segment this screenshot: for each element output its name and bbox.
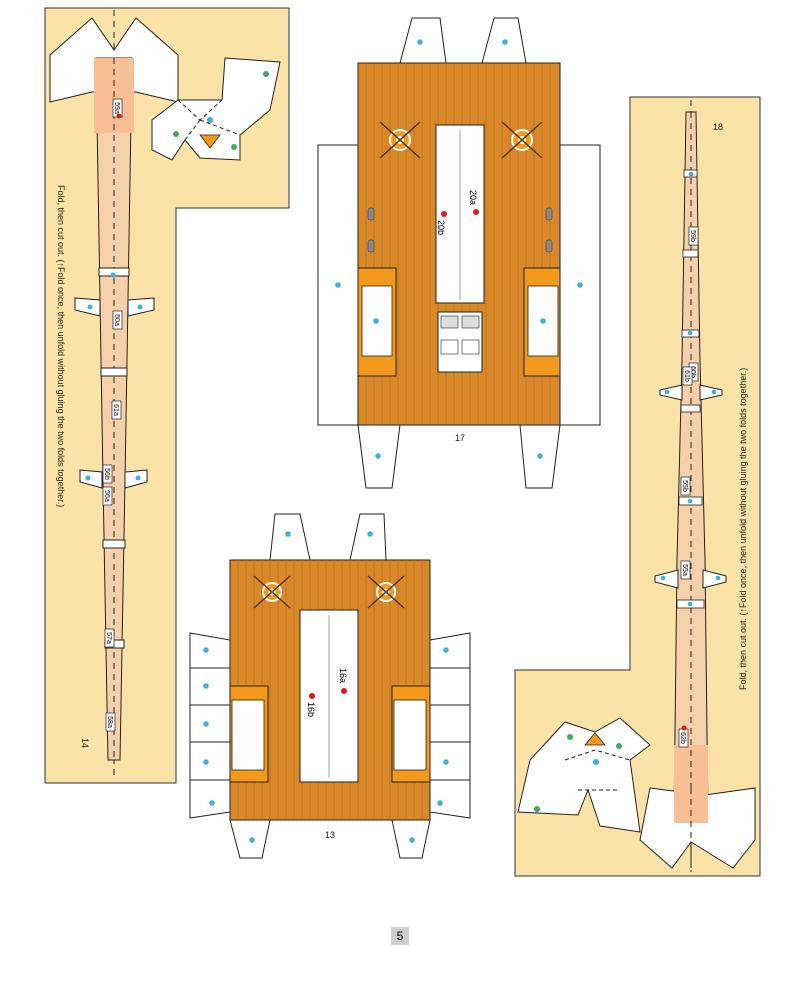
deck-13-label-16b: 16b <box>306 702 316 717</box>
deck-17-label-20b: 20b <box>436 220 446 235</box>
mast-14-instruction: Fold, then cut out. (↑Fold once, then un… <box>56 185 66 507</box>
deck-17-wheel-right <box>501 121 543 159</box>
deck-13-left-tabs <box>189 632 231 819</box>
mast-14-label-0: 59a <box>113 102 120 114</box>
mast-18-label-3: 55b <box>681 480 688 492</box>
mast-14-crows-nest <box>151 57 281 161</box>
mast-18-label-4: 55a <box>681 564 688 576</box>
deck-13-wheel-right <box>367 575 405 609</box>
mast-18-number: 18 <box>713 122 723 132</box>
deck-17-number: 17 <box>455 433 465 443</box>
mast-14-label-3: 56b <box>103 468 110 480</box>
mast-14-label-1: 60a <box>113 314 120 326</box>
deck-13-number: 13 <box>325 830 335 840</box>
page-number: 5 <box>391 927 409 945</box>
mast-14-label-6: 58a <box>106 716 113 728</box>
mast-14-label-5: 57a <box>105 632 112 644</box>
mast-18-spar-upper <box>659 384 683 401</box>
mast-18-spar-lower <box>654 569 679 589</box>
mast-14-panel: 59a 60a 61a 56b 56a 57a 58a Fold, then c… <box>44 7 290 784</box>
deck-17: 20a 20b 17 <box>317 17 601 489</box>
mast-18-bottom-flap <box>639 787 756 869</box>
mast-18-label-1: 60b <box>689 366 696 378</box>
mast-18-crows-nest <box>517 717 651 833</box>
mast-14-number: 14 <box>80 738 90 748</box>
mast-18-label-2: 61b <box>683 370 690 382</box>
deck-17-wheel-left <box>379 121 421 159</box>
mast-14-spar-lower <box>79 469 103 489</box>
deck-13-right-tabs <box>407 632 471 819</box>
deck-13-label-16a: 16a <box>338 668 348 683</box>
mast-18-panel: 59b 60b 61b 55b 55a 62b Fold, then cut o <box>514 96 761 877</box>
deck-17-label-20a: 20a <box>468 190 478 205</box>
deck-13: 16a 16b 13 <box>189 513 471 859</box>
mast-18-label-5: 62b <box>679 732 686 744</box>
mast-14-label-2: 61a <box>112 404 119 416</box>
mast-14-label-4: 56a <box>103 490 110 502</box>
deck-13-wheel-left <box>253 575 291 609</box>
mast-18-label-0: 59b <box>689 230 696 242</box>
mast-18-instruction: Fold, then cut out. (↑Fold once, then un… <box>738 368 748 690</box>
